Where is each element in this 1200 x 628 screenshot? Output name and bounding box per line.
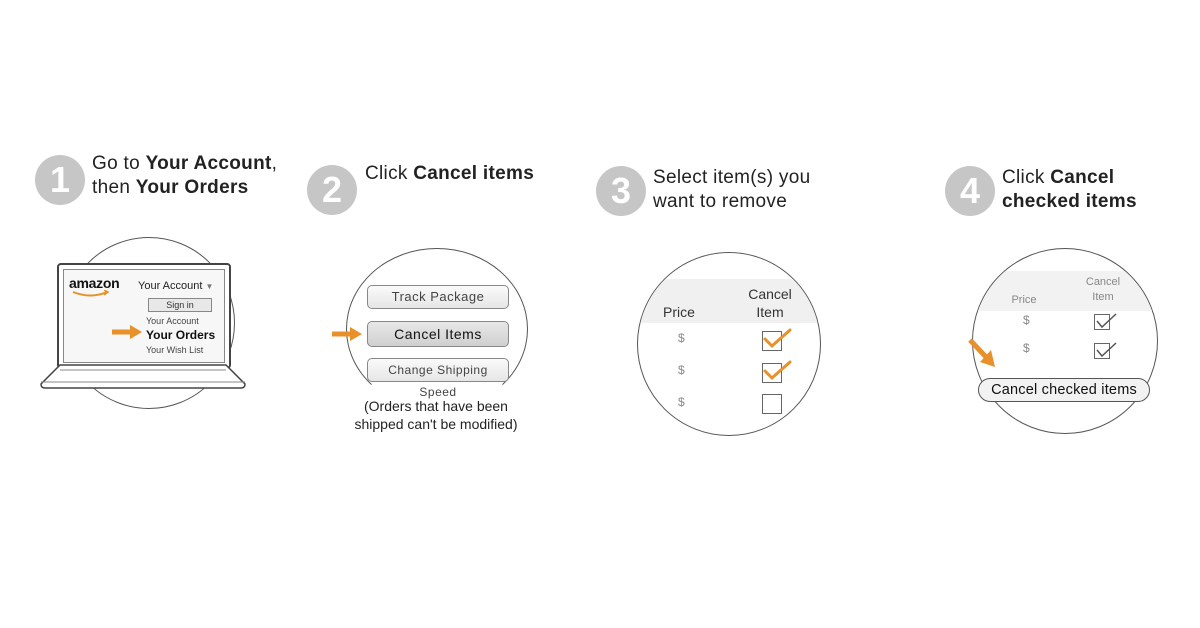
cancel-items-label: Cancel Items — [394, 326, 482, 342]
step-3-heading: Select item(s) you want to remove — [653, 166, 810, 214]
step-4-row2-checkmark-icon — [1096, 342, 1117, 358]
step-3-price-header-label: Price — [663, 304, 695, 320]
step-4-table-header-bg — [973, 271, 1157, 311]
step-3-row1-price: $ — [678, 331, 685, 345]
menu-item-your-orders-label: Your Orders — [146, 328, 216, 342]
step-3-line2: want to remove — [653, 191, 788, 212]
cancel-items-button[interactable]: Cancel Items — [367, 321, 509, 347]
step-2-number-badge: 2 — [307, 165, 357, 215]
track-package-label: Track Package — [391, 289, 485, 304]
step-3-row2-checkbox[interactable] — [762, 363, 782, 383]
step-3-row2-checkmark-icon — [763, 360, 792, 381]
step-4-arrow-down-right-icon — [968, 338, 995, 367]
menu-item-your-orders[interactable]: Your Orders — [146, 328, 215, 342]
step-1-line1-suffix: , — [271, 153, 278, 174]
step-3-table-header-bg — [638, 279, 820, 323]
step-4-heading: Click Cancel checked items — [1002, 166, 1137, 214]
change-shipping-speed-button[interactable]: Change Shipping Speed — [367, 358, 509, 399]
step-4-line1-prefix: Click — [1002, 167, 1051, 188]
step-3-cancel-header-line1: Cancel — [748, 286, 792, 302]
step-4-row2-price: $ — [1023, 341, 1030, 355]
amazon-logo-text: amazon — [69, 275, 120, 291]
track-package-button[interactable]: Track Package — [367, 285, 509, 309]
step-3-number-badge: 3 — [596, 166, 646, 216]
step-2-note: (Orders that have been shipped can't be … — [336, 397, 536, 433]
step-2-note-line2: shipped can't be modified) — [354, 416, 518, 432]
step-4-illustration-circle: Price Cancel Item $ $ — [972, 248, 1158, 434]
step-3-cancel-header: Cancel Item — [738, 285, 802, 321]
step-4-row2-checkbox[interactable] — [1094, 343, 1110, 359]
step-1-arrow-right-icon — [112, 325, 142, 339]
step-3-number: 3 — [610, 170, 632, 211]
step-1-line2-bold: Your Orders — [135, 177, 249, 198]
step-3-illustration-circle: Price Cancel Item $ $ $ — [637, 252, 821, 436]
step-4-line1-bold: Cancel — [1050, 167, 1115, 188]
step-4-number-badge: 4 — [945, 166, 995, 216]
cancel-checked-items-label: Cancel checked items — [991, 382, 1137, 398]
step-4-row1-checkmark-icon — [1096, 313, 1117, 329]
menu-item-your-wish-list-label: Your Wish List — [146, 345, 204, 355]
menu-item-your-account-label: Your Account — [146, 316, 199, 326]
cancel-checked-items-button[interactable]: Cancel checked items — [978, 378, 1150, 402]
step-3-row1-checkmark-icon — [763, 328, 792, 349]
step-2-heading: Click Cancel items — [365, 162, 534, 186]
sign-in-label: Sign in — [166, 300, 194, 310]
step-3-row3-price: $ — [678, 395, 685, 409]
step-1-line1-prefix: Go to — [92, 153, 146, 174]
step-3-row1-checkbox[interactable] — [762, 331, 782, 351]
your-account-menu[interactable]: Your Account ▼ — [138, 280, 213, 292]
step-4-price-header: Price — [997, 291, 1051, 309]
step-2-arrow-right-icon — [332, 327, 362, 341]
step-1-number-badge: 1 — [35, 155, 85, 205]
step-4-cancel-header-line2: Item — [1092, 291, 1114, 303]
step-2-note-line1: (Orders that have been — [364, 398, 508, 414]
amazon-smile-icon — [72, 290, 110, 297]
amazon-logo: amazon — [69, 275, 120, 297]
laptop-base — [40, 364, 246, 389]
step-2-number: 2 — [321, 169, 343, 210]
step-1-line2-prefix: then — [92, 177, 136, 198]
step-3-row2-price: $ — [678, 363, 685, 377]
dropdown-caret-icon: ▼ — [205, 282, 214, 291]
change-shipping-speed-label: Change Shipping Speed — [388, 363, 488, 399]
step-1-heading: Go to Your Account, then Your Orders — [92, 152, 277, 200]
menu-item-your-account[interactable]: Your Account — [146, 316, 199, 326]
step-4-cancel-header: Cancel Item — [1073, 275, 1133, 305]
step-4-cancel-header-line1: Cancel — [1085, 276, 1121, 288]
step-4-price-header-label: Price — [1011, 294, 1037, 306]
step-4-row1-checkbox[interactable] — [1094, 314, 1110, 330]
step-1-line1-bold: Your Account — [145, 153, 272, 174]
step-2-line1-prefix: Click — [365, 163, 414, 184]
step-1-number: 1 — [49, 159, 71, 200]
step-2-line1-bold: Cancel items — [413, 163, 535, 184]
step-4-line2-bold: checked items — [1002, 191, 1137, 212]
step-3-cancel-header-line2: Item — [756, 304, 784, 320]
step-3-price-header: Price — [652, 303, 706, 321]
your-account-menu-label: Your Account — [138, 280, 203, 292]
sign-in-button[interactable]: Sign in — [148, 298, 212, 312]
step-4-row1-price: $ — [1023, 313, 1030, 327]
laptop-screen: amazon Your Account ▼ Sign in Your Accou… — [57, 263, 231, 369]
step-4-number: 4 — [959, 170, 981, 211]
step-3-line1: Select item(s) you — [653, 167, 811, 188]
step-3-row3-checkbox[interactable] — [762, 394, 782, 414]
laptop-display: amazon Your Account ▼ Sign in Your Accou… — [63, 269, 225, 363]
menu-item-your-wish-list[interactable]: Your Wish List — [146, 345, 203, 355]
